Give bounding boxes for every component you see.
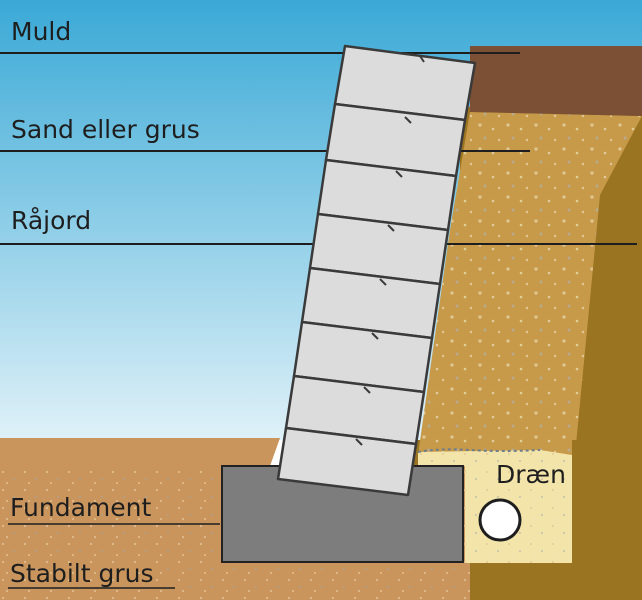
subsoil-lower bbox=[470, 440, 642, 600]
wall-block-notches bbox=[355, 55, 425, 446]
label-drain: Dræn bbox=[496, 460, 566, 489]
label-stable-gravel: Stabilt grus bbox=[10, 559, 154, 588]
wall-block bbox=[276, 426, 418, 497]
label-sand-gravel: Sand eller grus bbox=[11, 115, 200, 144]
label-subsoil: Råjord bbox=[11, 206, 92, 235]
retaining-wall bbox=[276, 44, 477, 497]
label-foundation: Fundament bbox=[10, 493, 152, 522]
topsoil-layer bbox=[470, 46, 642, 116]
label-topsoil: Muld bbox=[11, 17, 72, 46]
sand-gravel-texture bbox=[418, 112, 642, 455]
drain-pipe bbox=[478, 498, 522, 542]
